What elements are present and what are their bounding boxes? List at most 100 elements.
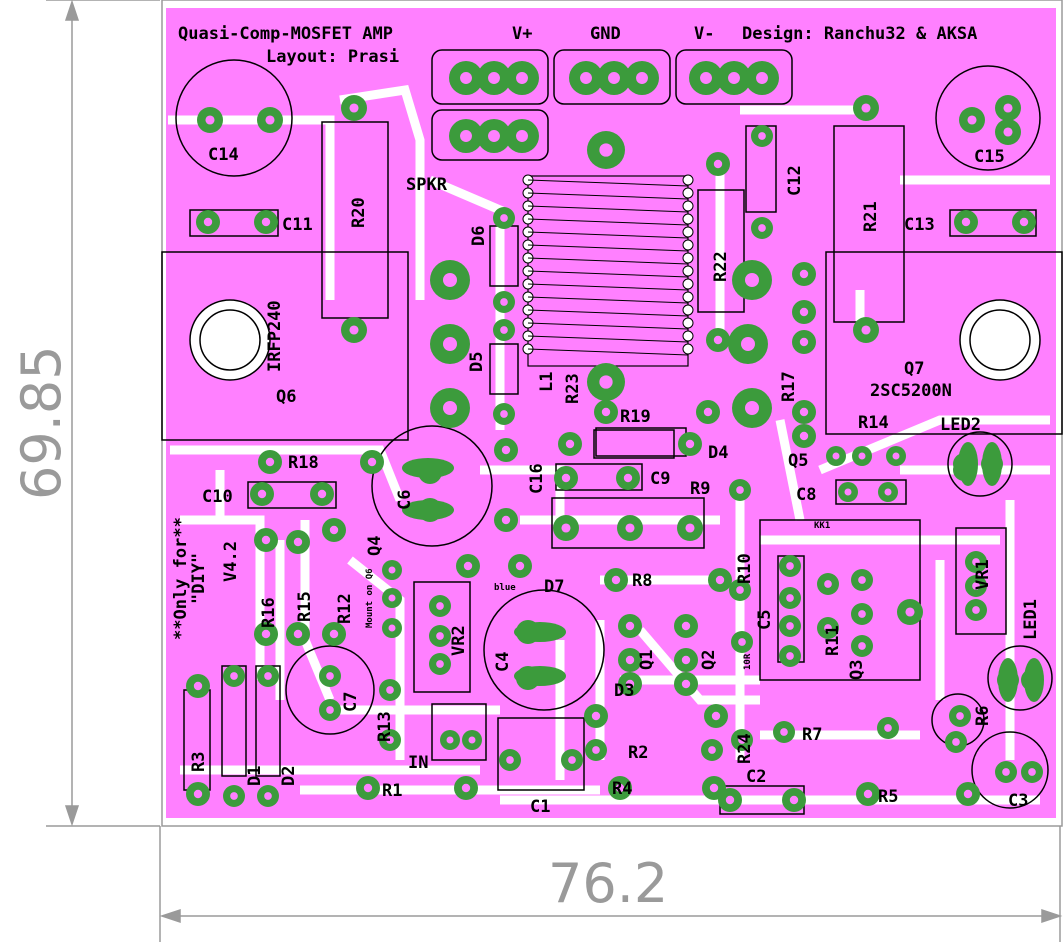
r12-label: R12 [335, 593, 355, 624]
vminus-label: V- [694, 24, 714, 44]
drill-hole [1002, 768, 1010, 776]
drill-hole [436, 602, 444, 610]
inductor-pad [682, 291, 694, 303]
inductor-pad [682, 213, 694, 225]
drill-hole [501, 515, 511, 525]
c9-label: C9 [650, 469, 670, 489]
inductor-winding [527, 231, 689, 239]
drill-hole [386, 686, 394, 694]
height-dimension: 69.85 [10, 345, 73, 500]
inductor-winding [527, 322, 689, 330]
heatsink-outlines [161, 251, 1063, 441]
drill-hole [884, 488, 892, 496]
drill-hole [599, 143, 613, 157]
r20-label: R20 [349, 197, 369, 228]
drill-hole [460, 72, 472, 84]
r16-label: R16 [259, 597, 279, 628]
drill-hole [709, 783, 719, 793]
drill-hole [625, 523, 635, 533]
d2-label: D2 [279, 766, 299, 786]
q2-label: Q2 [699, 650, 719, 670]
drill-hole [681, 621, 691, 631]
drill-hole [443, 337, 457, 351]
width-dimension: 76.2 [548, 852, 668, 915]
drill-hole [565, 439, 575, 449]
drill-hole [293, 537, 303, 547]
drill-hole [1003, 103, 1013, 113]
mount-note: Mount on Q6 [365, 568, 375, 628]
drill-hole [844, 488, 852, 496]
drill-hole [738, 638, 746, 646]
blue-label: blue [494, 583, 516, 593]
q4-label: Q4 [365, 536, 385, 556]
r5-label: R5 [878, 787, 898, 807]
q7-part-label: 2SC5200N [870, 381, 952, 401]
drill-hole [461, 783, 471, 793]
drill-hole [615, 783, 625, 793]
drill-hole [293, 629, 303, 639]
r7-label: R7 [802, 725, 822, 745]
c14-label: C14 [208, 145, 239, 165]
drill-hole [460, 130, 472, 142]
irfp240-label: IRFP240 [265, 300, 285, 372]
c3-label: C3 [1008, 791, 1028, 811]
drill-hole [780, 728, 788, 736]
drill-hole [1019, 217, 1029, 227]
drill-hole [736, 586, 744, 594]
drill-hole [741, 337, 755, 351]
r21-label: R21 [861, 201, 881, 232]
connector-outlines [431, 49, 793, 161]
drill-hole [463, 561, 473, 571]
drill-hole [685, 439, 695, 449]
r2-label: R2 [628, 743, 648, 763]
drill-hole [388, 566, 396, 574]
q5-label: Q5 [788, 451, 808, 471]
inductor-winding [527, 270, 689, 278]
drill-hole [728, 72, 740, 84]
drill-hole [500, 410, 508, 418]
drill-hole [516, 130, 528, 142]
drill-hole [786, 562, 794, 570]
d6-label: D6 [469, 226, 489, 246]
layout-credit: Layout: Prasi [266, 47, 399, 67]
r18-label: R18 [288, 453, 319, 473]
capacitor-outlines [175, 59, 1053, 809]
drill-hole [972, 582, 980, 590]
version-note: V4.2 [221, 541, 241, 582]
c12-label: C12 [785, 165, 805, 196]
drill-hole [685, 523, 695, 533]
inductor-pad [682, 174, 694, 186]
drill-hole [568, 756, 576, 764]
drill-hole [681, 679, 691, 689]
r24-value-label: 10R [743, 653, 753, 670]
r13-label: R13 [375, 711, 395, 742]
dimension-lines [46, 0, 1063, 942]
inductor-winding [527, 179, 689, 187]
inductor-pad [682, 330, 694, 342]
drill-hole [349, 325, 359, 335]
drill-hole [506, 756, 514, 764]
drill-hole [715, 575, 725, 585]
c6-label: C6 [395, 490, 415, 510]
drill-hole [625, 679, 635, 689]
c8-label: C8 [796, 485, 816, 505]
r19-label: R19 [620, 407, 651, 427]
r3-label: R3 [189, 752, 209, 772]
drill-hole [736, 486, 744, 494]
drill-hole [580, 72, 592, 84]
drill-hole [608, 72, 620, 84]
drill-hole [516, 72, 528, 84]
drill-hole [756, 72, 768, 84]
oval-pad [402, 458, 454, 478]
drill-hole [591, 711, 601, 721]
inductor-winding [527, 309, 689, 317]
title-label: Quasi-Comp-MOSFET AMP [178, 24, 393, 44]
drill-hole [786, 594, 794, 602]
drill-hole [326, 672, 334, 680]
drill-hole [858, 576, 866, 584]
led1-label: LED1 [1021, 599, 1041, 640]
drill-hole [500, 326, 508, 334]
drill-hole [700, 72, 712, 84]
drill-hole [203, 217, 213, 227]
